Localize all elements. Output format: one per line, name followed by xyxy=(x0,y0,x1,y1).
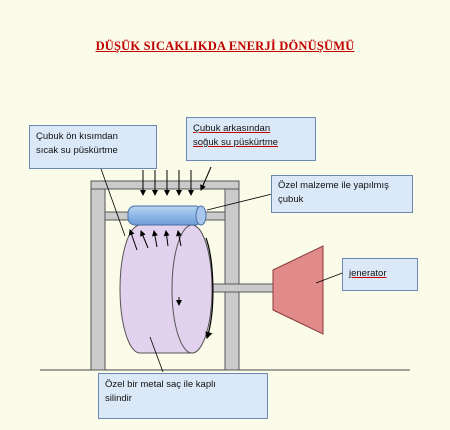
cold-spray-arrows xyxy=(140,166,212,196)
callout-generator: jenerator xyxy=(342,258,418,291)
callout-special-rod-line2: çubuk xyxy=(278,194,304,205)
leader-generator xyxy=(315,271,346,284)
rotation-arrow xyxy=(205,237,214,340)
callout-front-spray-line2: sıcak su püskürtme xyxy=(36,145,118,156)
left-post xyxy=(90,180,106,371)
cold-spray-arrow xyxy=(200,166,212,191)
callout-back-spray-line2: soğuk su püskürtme xyxy=(193,137,279,148)
callout-special-rod-line1: Özel malzeme ile yapılmış xyxy=(278,180,389,191)
callout-special-rod: Özel malzeme ile yapılmış çubuk xyxy=(271,175,413,213)
callout-back-spray: Çubuk arkasından soğuk su püskürtme xyxy=(186,117,316,161)
special-rod xyxy=(127,205,203,226)
hot-spray-arrow xyxy=(128,229,138,251)
callout-cylinder: Özel bir metal saç ile kaplı silindir xyxy=(98,373,268,419)
generator-body xyxy=(272,245,324,335)
leader-special-rod xyxy=(206,193,273,211)
callout-back-spray-line1: Çubuk arkasından xyxy=(193,123,271,134)
cylinder-face xyxy=(171,224,213,354)
leader-front-spray xyxy=(99,165,126,237)
hot-spray-arrow xyxy=(140,230,149,249)
hot-spray-arrow xyxy=(176,230,182,247)
rod-end xyxy=(195,205,207,226)
hot-spray-arrow xyxy=(151,230,158,248)
callout-cylinder-line1: Özel bir metal saç ile kaplı xyxy=(105,379,216,390)
callout-front-spray: Çubuk ön kısımdan sıcak su püskürtme xyxy=(29,125,157,169)
hot-spray-arrow xyxy=(163,230,170,247)
right-post xyxy=(224,180,240,371)
top-beam xyxy=(90,180,240,190)
callout-front-spray-line1: Çubuk ön kısımdan xyxy=(36,131,118,142)
leader-cylinder xyxy=(149,336,164,373)
callout-cylinder-line2: silindir xyxy=(105,393,132,404)
callout-generator-label: jenerator xyxy=(349,268,387,279)
hot-spray-arrows xyxy=(128,229,182,251)
page-title: DÜŞÜK SICAKLIKDA ENERJİ DÖNÜŞÜMÜ xyxy=(95,39,355,53)
